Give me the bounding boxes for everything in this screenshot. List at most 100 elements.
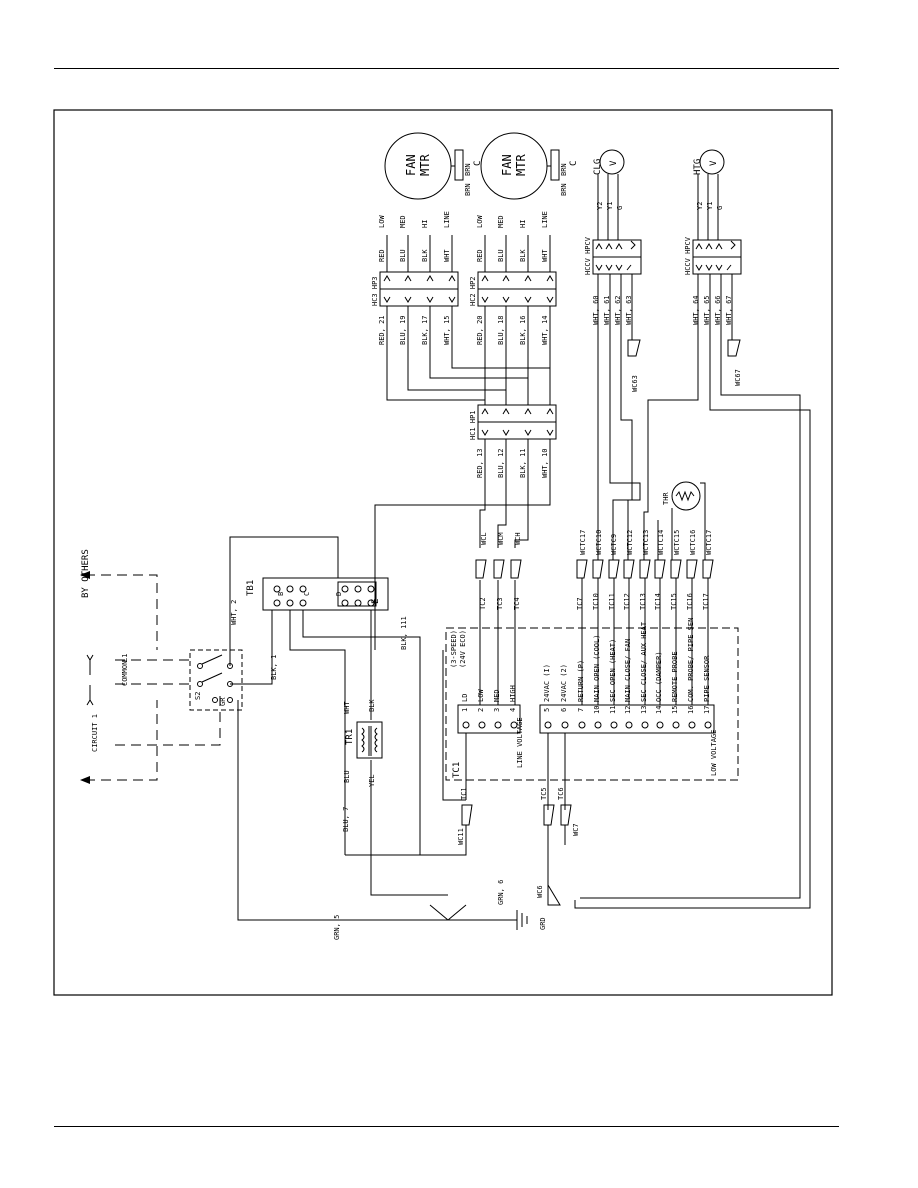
low-voltage-label: LOW VOLTAGE [710, 730, 718, 776]
term-num: 17 [703, 706, 711, 714]
wire-blk-111: BLK, 111 [400, 616, 408, 650]
valve-wire-y1: Y1 [606, 202, 614, 210]
top-rule [54, 68, 839, 69]
tb1-term-c: C [303, 592, 311, 596]
term-num: 1 [461, 708, 469, 712]
tc-label: TC3 [496, 597, 504, 610]
hp2-wire-labels: RED, 20 BLU, 18 BLK, 16 WHT, 14 [476, 315, 549, 345]
line-terminals [462, 721, 518, 729]
low-terminal-nums: 5 6 7 10 11 12 13 14 15 16 17 [543, 706, 711, 714]
term-num: 2 [477, 708, 485, 712]
tc-left-tc1: TC1 [460, 787, 468, 800]
wire-blu-7: BLU, 7 [342, 807, 350, 832]
tr1-wire-blu: BLU [343, 770, 351, 783]
valve-signal-wires [574, 274, 811, 909]
wire-wht-65: WHT, 65 [703, 295, 711, 325]
term-label: REMOTE PROBE [671, 651, 679, 702]
wc-label: WCM [497, 532, 505, 545]
tc-label: TC7 [576, 597, 584, 610]
valve-htg-label: HTG [693, 159, 703, 175]
term-num: 16 [687, 706, 695, 714]
valve-symbol: V [709, 160, 719, 166]
cap-wc7-label: WC7 [572, 823, 580, 836]
tc-label: TC12 [623, 593, 631, 610]
wire-blu-18: BLU, 18 [497, 315, 505, 345]
low-terminal-labels: 24VAC (I) 24VAC (2) RETURN (P) MAIN OPEN… [543, 618, 711, 702]
wire-blu-19: BLU, 19 [399, 315, 407, 345]
tc1-title-1: (3-SPEED) [450, 630, 458, 668]
tr1-wire-wht: WHT [343, 701, 351, 714]
wire-wht-15: WHT, 15 [443, 315, 451, 345]
wc-code-labels: WCL WCM WCH WCTC17 WCTC10 WCTC9 WCTC12 W… [480, 530, 713, 555]
tr1-wire-yel: YEL [368, 774, 376, 787]
motor-label-mtr: MTR [514, 154, 528, 176]
wc-label: WCL [480, 532, 488, 545]
low-terminals [544, 721, 712, 729]
block-hcv-htg-label: HCCV HPCV [684, 236, 692, 275]
clg-plug-labels: WHT, 60 WHT, 61 WHT, 62 WHT, 63 [592, 295, 633, 325]
transformer-coils [361, 726, 378, 756]
valve-clg-label: CLG [593, 159, 603, 175]
wire-wht-66: WHT, 66 [714, 295, 722, 325]
tc-label: TC17 [702, 593, 710, 610]
disconnect-switch [189, 649, 243, 711]
valve-wire-y1: Y1 [706, 202, 714, 210]
wire-wht-62: WHT, 62 [614, 295, 622, 325]
tr1-wire-blk: BLK [368, 699, 376, 712]
wire-blk-1: BLK, 1 [270, 655, 278, 680]
motor-3-leads [386, 235, 453, 272]
term-label: SEC OPEN (HEAT) [609, 639, 617, 702]
common-label: COMMON [121, 661, 129, 686]
tap-color-blu: BLU [497, 249, 505, 262]
cap-wc67-label: WC67 [734, 369, 742, 386]
term-label: HIGH [509, 685, 517, 702]
valve-htg [692, 149, 742, 275]
wc-label: WCTC12 [626, 530, 634, 555]
motor-label-mtr: MTR [418, 154, 432, 176]
valve-clg [592, 149, 642, 275]
tap-med: MED [497, 215, 505, 228]
motor-cap-c: C [569, 161, 579, 166]
wc-label: WCH [514, 532, 522, 545]
wire-wht-60: WHT, 60 [592, 295, 600, 325]
switch-contacts [197, 654, 233, 703]
fan-motor-3: FAN MTR BRN BRN C [384, 132, 483, 200]
motor-3-tap-labels: LOW MED HI LINE RED BLU BLK WHT [378, 211, 451, 262]
valve-wire-y2: Y2 [696, 202, 704, 210]
term-num: 6 [560, 708, 568, 712]
wire-blk-16: BLK, 16 [519, 315, 527, 345]
power-wires [229, 536, 517, 921]
tc1-title-2: (24V ECO) [459, 630, 467, 668]
transformer-tr1 [356, 721, 383, 759]
diagram-frame [53, 109, 833, 996]
thermistor [671, 481, 706, 560]
tc-label: TC16 [686, 593, 694, 610]
ground-label: GRD [539, 917, 547, 930]
tc1-feed-wires [350, 650, 572, 885]
wc-label: WCTC14 [657, 530, 665, 555]
term-label: LOW [477, 689, 485, 702]
term-label: OCC (DAMPER) [655, 651, 663, 702]
wire-wht-14: WHT, 14 [541, 315, 549, 345]
tc1-box [445, 627, 739, 781]
wc-label: WCTC15 [673, 530, 681, 555]
tap-color-red: RED [378, 249, 386, 262]
motor-cap-brn-1: BRN [464, 163, 472, 176]
motor-harness-wires [386, 306, 551, 405]
motor-label-fan: FAN [500, 154, 514, 176]
tc-left-tc6: TC6 [557, 787, 565, 800]
tc-label: TC14 [654, 593, 662, 610]
cap-wc6-label: WC6 [536, 885, 544, 898]
cap-wc63-label: WC63 [631, 375, 639, 392]
tb1-terminals [273, 581, 377, 607]
cap-wc6 [547, 883, 561, 906]
fan-motor-2: FAN MTR BRN BRN C [480, 132, 579, 200]
line-terminal-labels: 1 2 3 4 LD LOW MED HIGH [461, 685, 517, 712]
term-label: MAIN CLOSE/ FAN [624, 639, 632, 702]
wire-wht-64: WHT, 64 [692, 295, 700, 325]
htg-plug-labels: WHT, 64 WHT, 65 WHT, 66 WHT, 67 [692, 295, 733, 325]
tap-line: LINE [541, 211, 549, 228]
line-voltage-strip [457, 704, 521, 734]
wire-wht-67: WHT, 67 [725, 295, 733, 325]
